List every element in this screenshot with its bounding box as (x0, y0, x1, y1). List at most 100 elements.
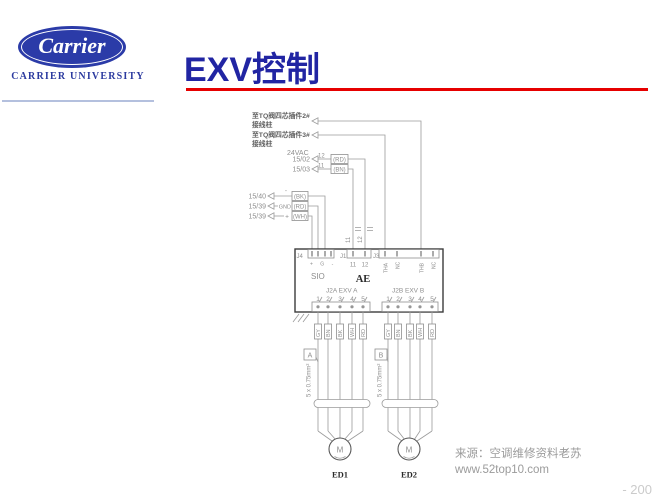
wire (308, 215, 313, 249)
connector-j4-label: J4 (297, 254, 304, 260)
arrow-left-icon (267, 202, 275, 210)
j3-pin-label-rotated: NC (432, 261, 438, 269)
wire-color-rotated: GY (386, 329, 392, 337)
j2b-pin-number: 3 (408, 296, 412, 303)
wire-color-rotated: GY (316, 329, 322, 337)
wire-color-rotated: WH (350, 328, 356, 337)
wire-color-rotated: RD (430, 329, 436, 337)
cable-b-spec-rotated: 5 x 0.75mm² (378, 364, 384, 397)
j1-pin-label: 12 (362, 263, 369, 269)
motor-1-name: ED1 (332, 470, 348, 480)
j3-pin-label-rotated: THB (420, 262, 426, 273)
ref-label: 15/40 (248, 194, 266, 201)
j2a-pin-number: 2 (326, 296, 330, 303)
cable-b-fanin (387, 430, 433, 442)
sio-label: SIO (311, 272, 325, 281)
motors: M ED1 M ED2 (328, 437, 421, 480)
j2-pin-dots (316, 305, 434, 309)
pin-tick-marks (318, 296, 437, 303)
motor-2-circle (397, 437, 421, 461)
wire-color-rotated: BN (396, 329, 402, 337)
terminal-number: 12 (318, 154, 325, 160)
arrow-left-icon (311, 117, 319, 125)
wire-color-rotated: BK (338, 329, 344, 337)
university-text: CARRIER UNIVERSITY (11, 71, 145, 82)
connector-j3 (378, 249, 440, 259)
tag-leader (386, 356, 389, 363)
cable-a-fanin (317, 430, 364, 442)
ref-label: 15/03 (292, 167, 310, 174)
carrier-logo-ellipse: Carrier (18, 26, 126, 68)
connector-j1 (346, 249, 372, 259)
motor-arc (403, 456, 415, 459)
ground-icon (292, 313, 310, 323)
cable-b-tag: B (379, 353, 384, 360)
cable-a-tag-box (303, 348, 317, 361)
voltage-label: 24VAC (287, 150, 309, 157)
j2a-pin-number: 1 (316, 296, 320, 303)
title-underline (186, 88, 648, 91)
j4-pins (311, 251, 332, 257)
cable-a-wires (317, 311, 364, 431)
external-label-1-line1: 至TQ阀四芯插件2# (252, 111, 310, 120)
j2b-pin-number: 2 (396, 296, 400, 303)
j2a-pin-number: 3 (338, 296, 342, 303)
connector-j2b-label: J2B EXV B (392, 288, 424, 295)
inline-connector-icon (355, 227, 373, 231)
wire-color-rotated: RD (361, 329, 367, 337)
power-supply-rows: 24VAC 15/02 12 (RD) 15/03 11 (BN) 11 12 (287, 150, 373, 249)
wire (348, 168, 354, 249)
wire-color-label: (BK) (294, 194, 306, 200)
signal-label: - (285, 188, 287, 195)
cable-a-wire-color-boxes: GY BN BK WH RD (314, 323, 367, 340)
j2b-pin-number: 1 (386, 296, 390, 303)
wire-color-rotated: BN (326, 329, 332, 337)
j3-pin-label-rotated: NC (396, 261, 402, 269)
wire-color-rotated: BK (408, 329, 414, 337)
carrier-logo: Carrier CARRIER UNIVERSITY (0, 0, 160, 106)
wire-color-label: (WH) (293, 214, 307, 220)
ref-label: 15/39 (248, 204, 266, 211)
signal-label: + (285, 214, 289, 221)
logo-inner-ring (21, 29, 123, 65)
motor-1-symbol: M (337, 446, 344, 455)
motor-2-name: ED2 (401, 470, 417, 480)
j2a-pin-number: 4 (350, 296, 354, 303)
j3-pins (384, 251, 434, 257)
cable-b-wire-color-boxes: GY BN BK WH RD (384, 323, 436, 340)
external-label-1-line2: 接线柱 (252, 120, 273, 129)
cable-a-sleeve (313, 399, 371, 408)
arrow-left-icon (267, 192, 275, 200)
connector-j2a-label: J2A EXV A (326, 288, 358, 295)
exv-cables: GY BN BK WH RD GY BN BK WH RD A B (303, 311, 439, 442)
wire (318, 120, 422, 249)
logo-underline (2, 100, 154, 102)
external-label-2-line1: 至TQ阀四芯插件3# (252, 130, 310, 139)
connector-j3-label: J3 (373, 254, 380, 260)
j1-pin-label: 11 (350, 263, 357, 269)
connector-j1-label: J1 (340, 254, 347, 260)
page-number: - 200 (622, 482, 652, 497)
j2b-pin-number: 4 (418, 296, 422, 303)
motor-1-circle (328, 437, 352, 461)
external-label-2-line2: 接线柱 (252, 139, 273, 148)
external-connections: 至TQ阀四芯插件2# 接线柱 至TQ阀四芯插件3# 接线柱 (252, 111, 422, 249)
wire-number-rotated: 11 (346, 236, 352, 243)
signal-label: GND (279, 204, 291, 210)
j3-pin-label-rotated: THA (384, 262, 390, 273)
ref-label: 15/39 (248, 214, 266, 221)
logo-brand-text: Carrier (38, 33, 106, 58)
j4-pin-marks: + G - (310, 262, 336, 268)
wire-color-rotated: WH (418, 328, 424, 337)
ae-module: J4 + G - J1 11 12 J3 THA NC THB NC SIO A… (292, 248, 444, 323)
motor-2-symbol: M (406, 446, 413, 455)
wire-color-label: (BN) (333, 167, 345, 173)
wire-number-rotated: 12 (358, 236, 364, 243)
source-credit: 来源：空调维修资料老苏 www.52top10.com (455, 446, 582, 478)
wire (348, 158, 366, 249)
ref-label: 15/02 (292, 157, 310, 164)
source-line1: 来源：空调维修资料老苏 (455, 448, 582, 460)
page-title: EXV控制 (184, 51, 321, 89)
wire-color-label: (RD) (333, 157, 346, 163)
